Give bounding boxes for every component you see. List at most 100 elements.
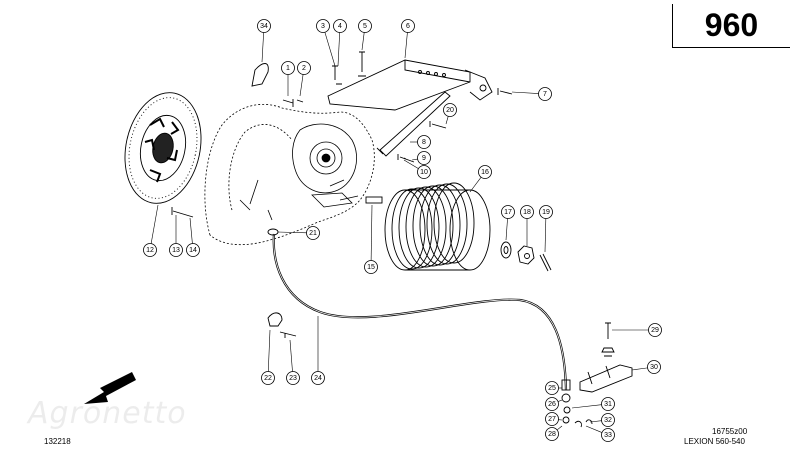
leader-line <box>278 232 307 233</box>
leader-line <box>572 405 602 408</box>
washer-nut-pin <box>501 242 551 271</box>
leader-line <box>470 177 481 192</box>
callout-number: 32 <box>604 417 612 424</box>
callout-balloon: 1 <box>282 62 295 75</box>
callout-number: 5 <box>363 23 367 30</box>
callout-number: 3 <box>321 23 325 30</box>
leader-line <box>325 32 335 66</box>
callout-number: 10 <box>420 169 428 176</box>
callout-balloon: 21 <box>307 227 320 240</box>
callout-balloon: 22 <box>262 372 275 385</box>
leader-line <box>362 32 364 50</box>
callout-balloon: 29 <box>649 324 662 337</box>
callout-number: 14 <box>189 247 197 254</box>
leader-line <box>557 426 562 430</box>
callout-balloon: 30 <box>648 361 661 374</box>
model-label: LEXION 560-540 <box>684 437 745 446</box>
callout-number: 21 <box>309 230 317 237</box>
hose-fittings <box>268 229 592 427</box>
leader-line <box>412 159 418 160</box>
leader-line <box>190 218 192 244</box>
page-number: 960 <box>672 4 790 48</box>
callout-balloon: 7 <box>539 88 552 101</box>
leader-line <box>586 426 602 433</box>
document-number: 132218 <box>44 437 71 446</box>
callout-number: 25 <box>548 385 556 392</box>
callout-balloon: 13 <box>170 244 183 257</box>
callout-balloon: 24 <box>312 372 325 385</box>
callout-balloon: 6 <box>402 20 415 33</box>
callout-number: 18 <box>523 209 531 216</box>
callout-number: 4 <box>338 23 342 30</box>
callout-number: 27 <box>548 416 556 423</box>
callout-balloon: 27 <box>546 413 559 426</box>
leader-line <box>506 218 508 240</box>
callout-number: 34 <box>260 23 268 30</box>
callout-balloon: 28 <box>546 428 559 441</box>
callout-balloon: 2 <box>298 62 311 75</box>
callout-number: 16 <box>481 169 489 176</box>
callout-number: 1 <box>286 65 290 72</box>
callout-balloon: 4 <box>334 20 347 33</box>
pin-15 <box>366 197 382 203</box>
leader-line <box>151 205 158 244</box>
filter-drum <box>385 183 490 270</box>
leader-line <box>405 32 407 58</box>
callout-balloon: 3 <box>317 20 330 33</box>
callout-number: 2 <box>302 65 306 72</box>
callout-number: 19 <box>542 209 550 216</box>
callout-number: 15 <box>367 264 375 271</box>
washer-stack-29 <box>602 348 614 356</box>
support-strut <box>377 92 450 156</box>
callout-number: 23 <box>289 375 297 382</box>
leader-line <box>446 116 448 124</box>
callout-number: 24 <box>314 375 322 382</box>
callout-number: 33 <box>604 432 612 439</box>
callout-number: 9 <box>422 155 426 162</box>
callout-balloon: 17 <box>502 206 515 219</box>
callout-balloon: 25 <box>546 382 559 395</box>
clamp-34 <box>252 64 268 87</box>
gearbox-housing <box>205 104 374 244</box>
callout-number: 8 <box>422 139 426 146</box>
callout-number: 31 <box>604 401 612 408</box>
watermark: Agronetto <box>28 396 187 431</box>
leader-line <box>300 74 303 96</box>
leader-lines <box>151 32 648 432</box>
callout-number: 17 <box>504 209 512 216</box>
callout-balloon: 32 <box>602 414 615 427</box>
leader-line <box>268 330 270 372</box>
leader-line <box>290 340 292 372</box>
callout-balloon: 5 <box>359 20 372 33</box>
leader-line <box>371 205 372 261</box>
callout-balloon: 31 <box>602 398 615 411</box>
callout-number: 29 <box>651 327 659 334</box>
callout-balloon: 12 <box>144 244 157 257</box>
flywheel-disc <box>115 86 211 211</box>
callout-balloon: 9 <box>418 152 431 165</box>
callout-number: 12 <box>146 247 154 254</box>
leader-line <box>632 368 648 370</box>
callout-number: 7 <box>543 91 547 98</box>
callout-number: 20 <box>446 107 454 114</box>
leader-line <box>545 218 546 252</box>
callout-balloon: 26 <box>546 398 559 411</box>
callout-balloon: 15 <box>365 261 378 274</box>
callout-balloon: 14 <box>187 244 200 257</box>
callout-number: 6 <box>406 23 410 30</box>
callout-number: 26 <box>548 401 556 408</box>
mounting-bracket <box>328 60 492 110</box>
callout-balloon: 16 <box>479 166 492 179</box>
callout-number: 13 <box>172 247 180 254</box>
leader-line <box>338 32 340 66</box>
callout-balloon: 23 <box>287 372 300 385</box>
callout-number: 28 <box>548 431 556 438</box>
callout-balloon: 19 <box>540 206 553 219</box>
callout-balloon: 20 <box>444 104 457 117</box>
bracket-30 <box>580 365 632 392</box>
leader-line <box>558 400 562 402</box>
callout-balloon: 34 <box>258 20 271 33</box>
